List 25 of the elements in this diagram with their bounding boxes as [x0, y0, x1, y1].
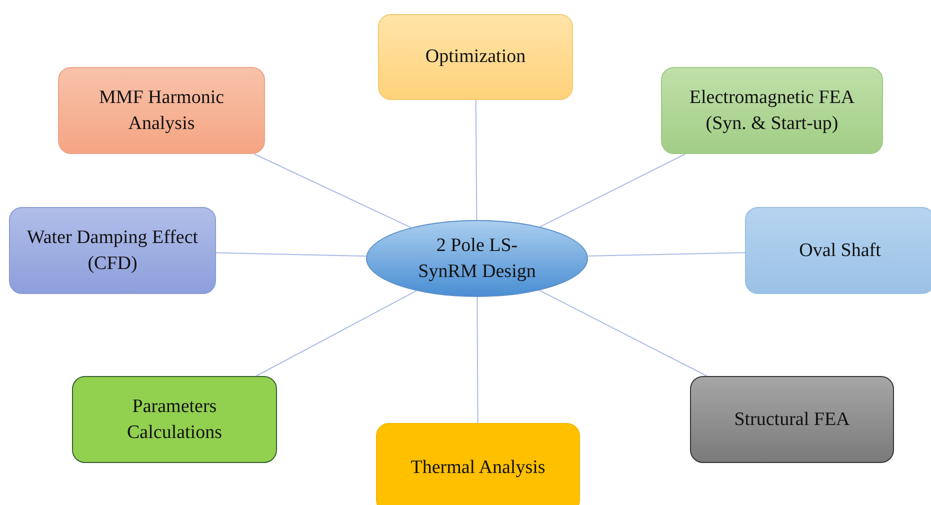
- topic-box: [745, 207, 931, 294]
- topic-box: [9, 207, 216, 294]
- connector-line: [476, 296, 478, 424]
- connector-line: [475, 100, 478, 220]
- node-label: Parameters Calculations: [126, 394, 223, 444]
- connector-line: [256, 290, 417, 376]
- topic-box: [376, 423, 580, 505]
- node-label: Oval Shaft: [799, 238, 881, 263]
- topic-box: [661, 67, 883, 154]
- connector-line: [587, 252, 746, 257]
- node-label: Optimization: [425, 45, 526, 70]
- node-label: Water Damping Effect (CFD): [26, 226, 200, 276]
- node-label: Structural FEA: [734, 408, 850, 432]
- node-label: 2 Pole LS- SynRM Design: [417, 234, 537, 284]
- topic-box: [72, 376, 277, 463]
- connector-line: [216, 252, 367, 257]
- node-label: Thermal Analysis: [410, 456, 546, 480]
- topic-box: [690, 376, 894, 463]
- connector-line: [254, 154, 412, 228]
- connector-line: [540, 154, 686, 228]
- connector-line: [538, 290, 708, 376]
- topic-box: [58, 67, 265, 154]
- node-label: MMF Harmonic Analysis: [98, 86, 226, 136]
- topic-box: [378, 14, 573, 100]
- node-label: Electromagnetic FEA (Syn. & Start-up): [688, 86, 856, 136]
